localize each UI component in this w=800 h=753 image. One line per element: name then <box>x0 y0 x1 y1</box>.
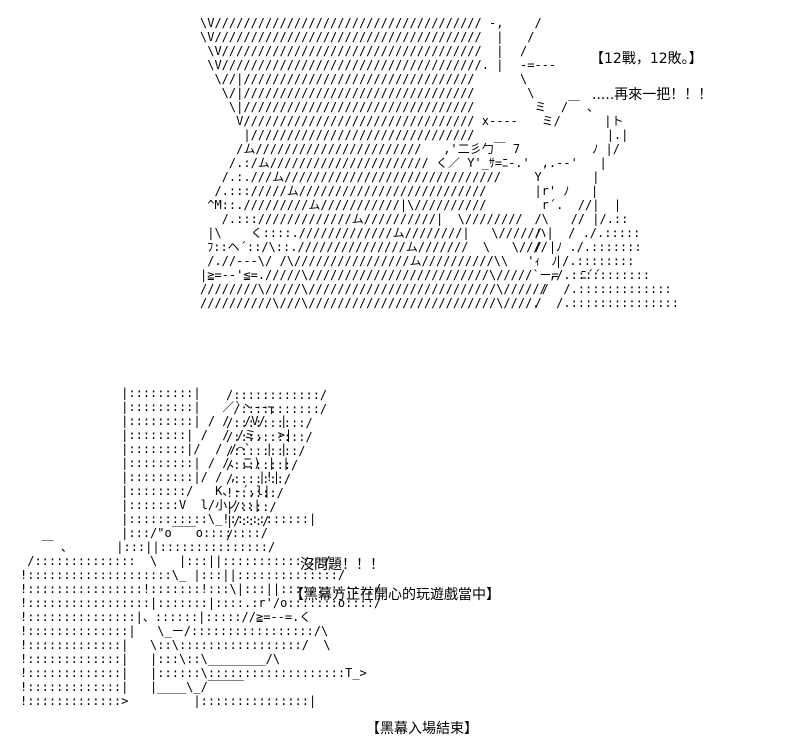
caption-no-problem: 沒問題！！！ <box>300 557 384 573</box>
ascii-art-bottom-right: /::::::::::::/ /:::::::::::/ /::::::::::… <box>226 388 328 542</box>
caption-mastermind-end: 【黑幕入場結束】 <box>366 721 478 737</box>
ascii-art-top-left: \V///////////////////////////////////// … <box>200 16 601 310</box>
ascii-art-top-right: / / / -=--- \ \ ミ /￣ ､ ミ/ |ト |.| ﾉ |/ ,.… <box>520 16 679 310</box>
caption-mastermind-playing: 【黑幕方正在開心的玩遊戲當中】 <box>290 587 500 603</box>
caption-again: .....再來一把！！！ <box>592 87 713 103</box>
caption-record: 【12戰，12敗。】 <box>590 51 703 67</box>
ascii-art-bottom-left: |:::::::::| |:::::::::| ／`丶--┐ |::::::::… <box>20 386 382 708</box>
